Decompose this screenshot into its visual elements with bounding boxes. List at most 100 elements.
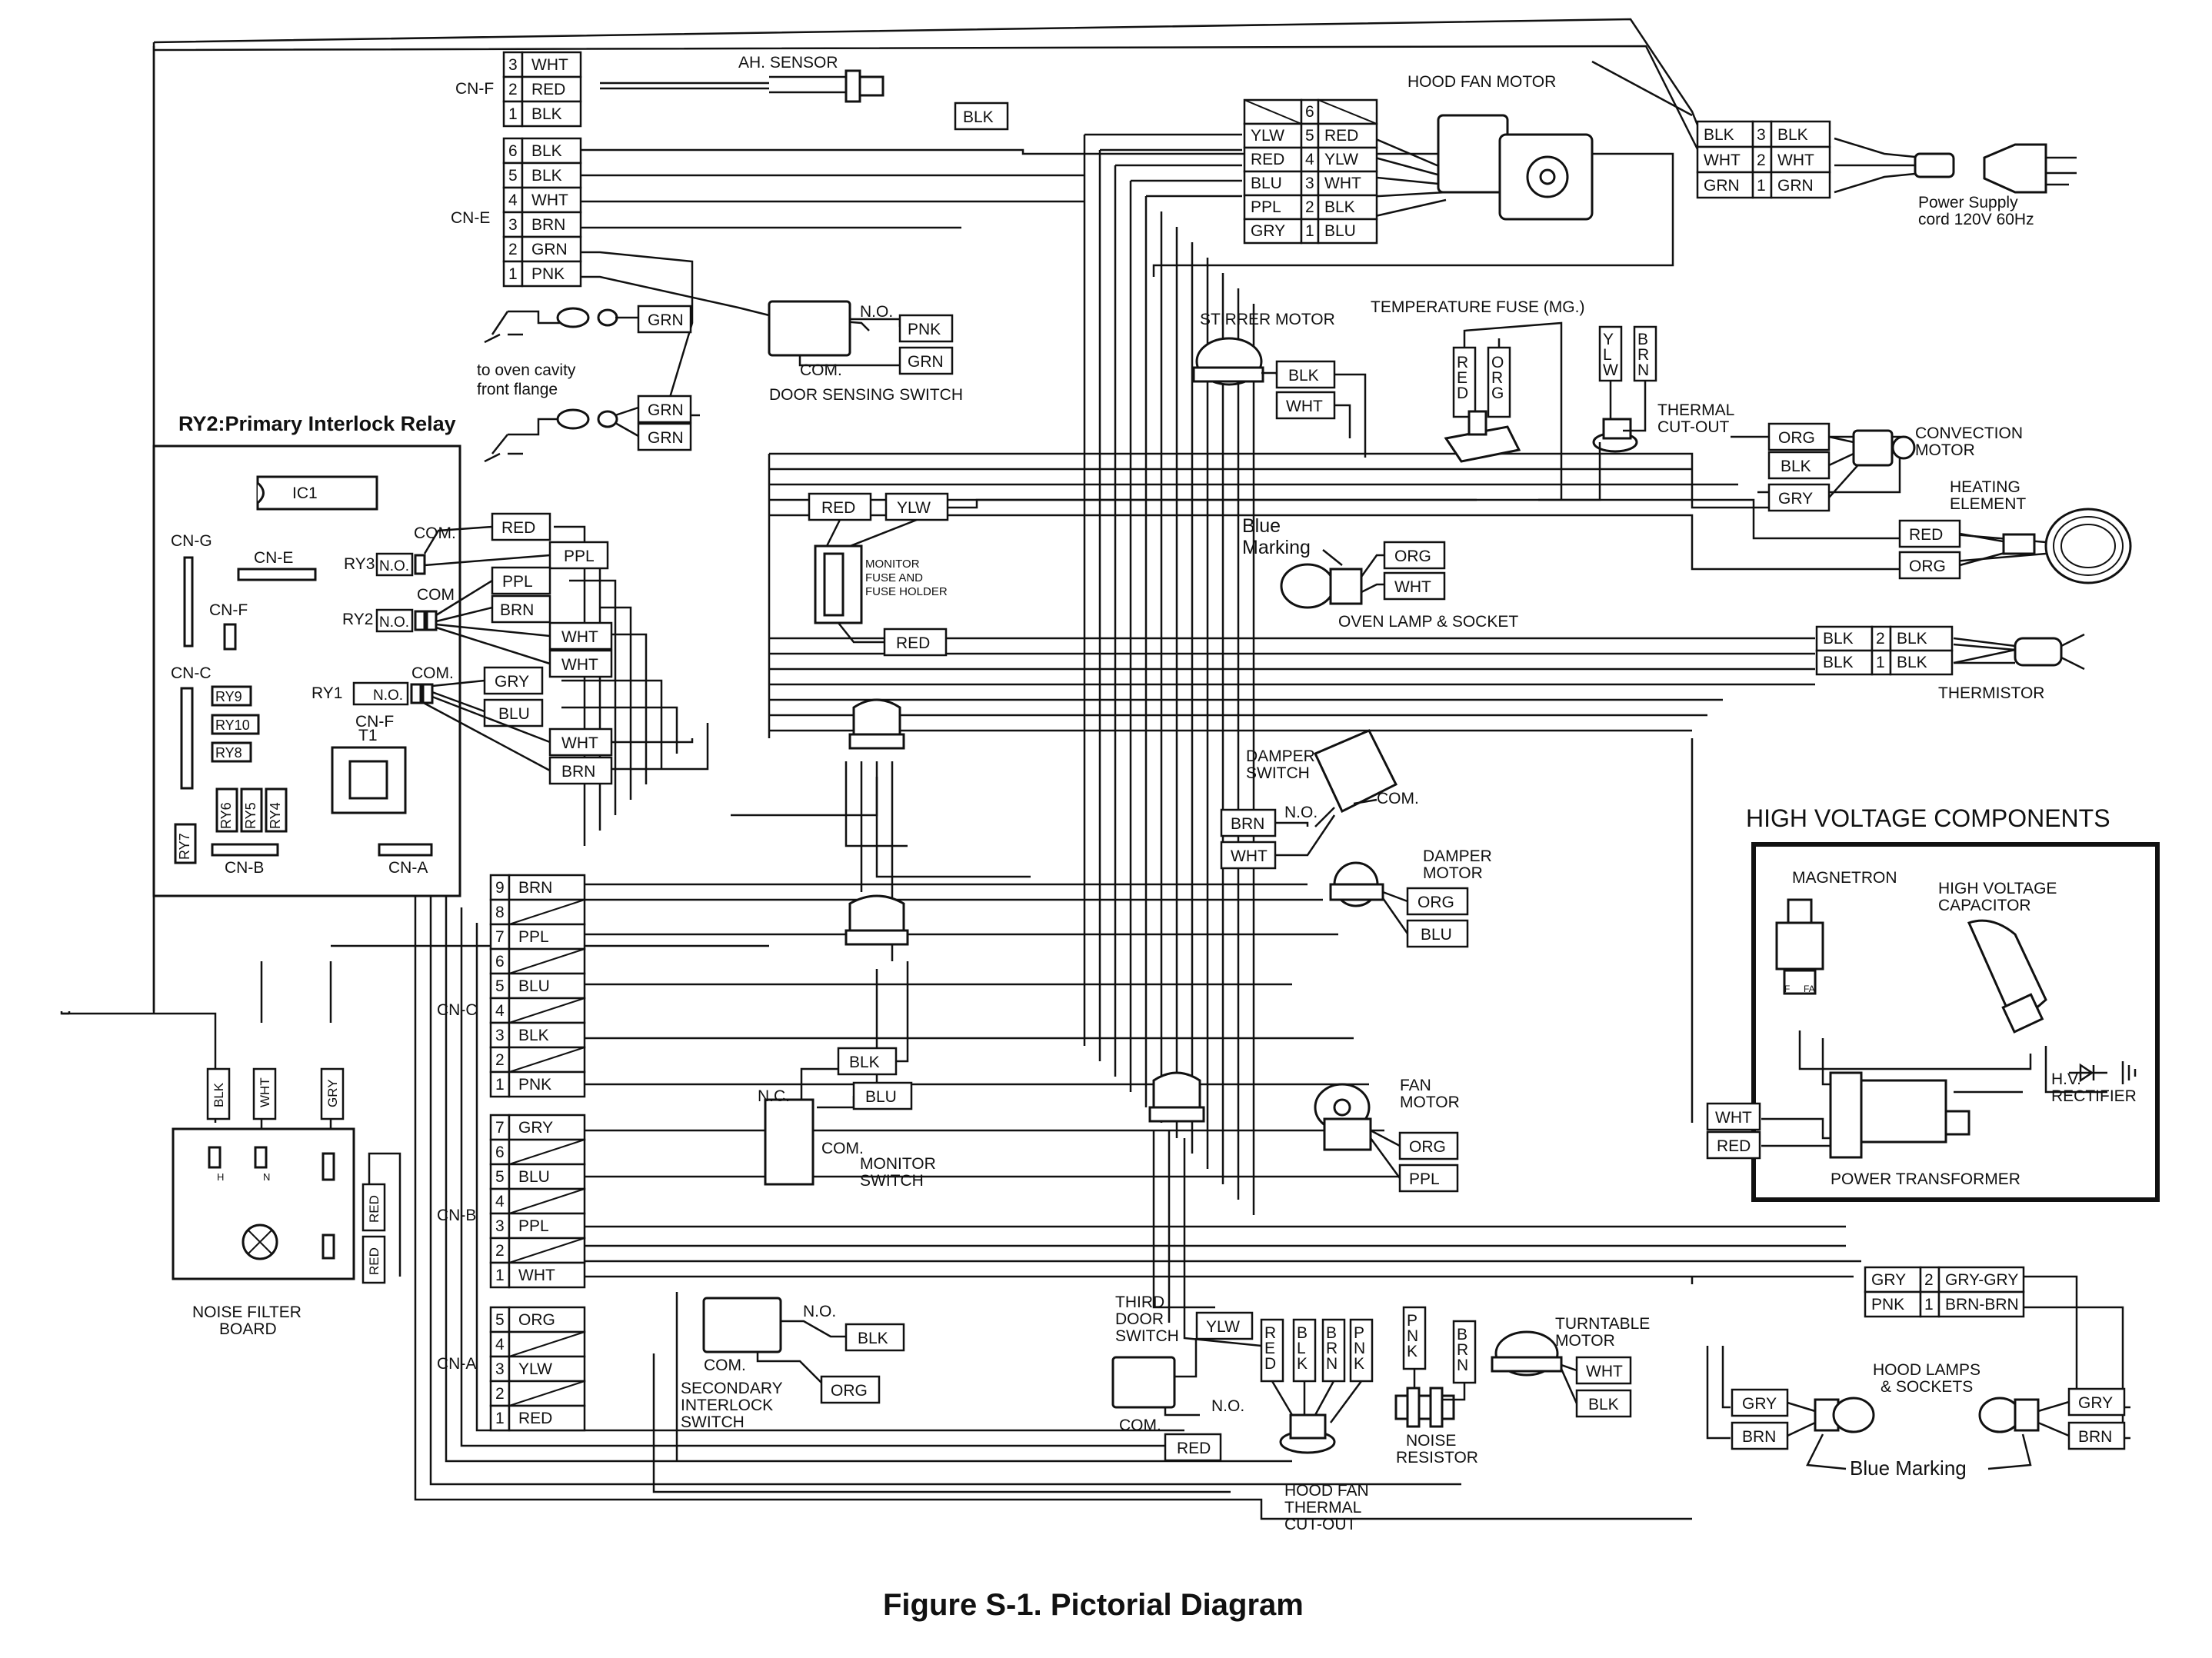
pin-wire-label: GRY <box>518 1119 553 1137</box>
empty-pin-slash <box>508 948 585 974</box>
brn-hf-r: R <box>1326 1340 1338 1357</box>
pin-number: 5 <box>495 1311 505 1329</box>
ylw-tco-l: L <box>1603 346 1612 364</box>
brn-hl1-label: BRN <box>1742 1428 1776 1446</box>
gry-hl1-label: GRY <box>1742 1395 1777 1413</box>
t1-label: T1 <box>358 727 378 744</box>
monitor-switch: BLK BLU N.C. COM. MONITOR SWITCH <box>758 1047 936 1190</box>
third-door-switch: THIRD DOOR SWITCH N.O. COM. YLW RED <box>1111 1293 1254 1462</box>
pin-number: 2 <box>508 241 518 258</box>
row-right-label: BLU <box>1324 222 1356 240</box>
row-left-label: GRY <box>1251 222 1285 240</box>
ah-sensor: AH. SENSOR <box>600 54 884 103</box>
cnf-board-label: CN-F <box>209 601 248 619</box>
wht-ry2b-label: WHT <box>561 656 598 674</box>
pnk-hf-p: P <box>1354 1324 1364 1342</box>
org-tfuse-o: O <box>1491 354 1504 371</box>
empty-slash <box>1318 99 1378 125</box>
red-tfuse-d: D <box>1457 385 1468 402</box>
row-right-label: BLK <box>1897 630 1927 648</box>
high-voltage-section: HIGH VOLTAGE COMPONENTS MAGNETRON F FA H… <box>1706 804 2160 1202</box>
cng-label: CN-G <box>171 532 212 550</box>
brn-tco-n: N <box>1637 361 1649 379</box>
pin-wire-label: BLK <box>518 1027 549 1044</box>
cnb-board-label: CN-B <box>225 859 264 877</box>
power-cord-label: cord 120V 60Hz <box>1918 211 2034 228</box>
pin-number: 4 <box>495 1336 505 1353</box>
pin-wire-label: RED <box>531 81 565 98</box>
blk-hf-l: L <box>1297 1340 1306 1357</box>
blue-marking-bottom-label: Blue Marking <box>1850 1457 1967 1480</box>
row-number: 3 <box>1757 126 1766 144</box>
convection-motor-label-1: CONVECTION <box>1915 424 2023 442</box>
row-number: 2 <box>1757 151 1766 169</box>
cnc-board-label: CN-C <box>171 664 212 682</box>
hv-capacitor-label-1: HIGH VOLTAGE <box>1938 880 2057 897</box>
heating-element: HEATING ELEMENT RED ORG <box>1898 478 2132 584</box>
monitor-fuse-label-1: MONITOR <box>865 558 920 571</box>
row-number: 1 <box>1757 177 1766 195</box>
convection-motor: ORG BLK GRY CONVECTION MOTOR <box>1767 422 2023 512</box>
row-number: 3 <box>1305 175 1314 192</box>
brn-ry2-label: BRN <box>500 601 534 619</box>
hood-fan-thermal-label-3: CUT-OUT <box>1284 1516 1356 1533</box>
red-third-label: RED <box>1177 1440 1211 1457</box>
cnf2-board-label: CN-F <box>355 713 394 731</box>
pin-number: 2 <box>495 1051 505 1069</box>
heating-element-label-1: HEATING <box>1950 478 2020 496</box>
secondary-label-1: SECONDARY <box>681 1380 783 1397</box>
pin-number: 2 <box>508 81 518 98</box>
pin-number: 4 <box>508 191 518 209</box>
pin-wire-label: PPL <box>518 1217 549 1235</box>
red-hf-e: E <box>1264 1340 1275 1357</box>
turntable-motor: TURNTABLE MOTOR WHT BLK <box>1491 1315 1650 1418</box>
cn-c-label: CN-C <box>437 1001 478 1019</box>
ylw-tco-w: W <box>1603 361 1618 379</box>
blk-tt-label: BLK <box>1588 1396 1619 1413</box>
wht-nf-label: WHT <box>258 1077 272 1107</box>
blk-hf-b: B <box>1297 1324 1308 1342</box>
ah-sensor-label: AH. SENSOR <box>738 54 838 72</box>
oven-lamp-label: OVEN LAMP & SOCKET <box>1338 613 1518 631</box>
red-nf2-label: RED <box>367 1247 381 1275</box>
pin-number: 5 <box>495 1168 505 1186</box>
ry1-no-label: N.O. <box>373 688 403 704</box>
convection-motor-label-2: MOTOR <box>1915 441 1975 459</box>
empty-pin-slash <box>508 1188 585 1214</box>
third-door-label-1: THIRD <box>1115 1293 1164 1311</box>
ry9-label: RY9 <box>215 689 242 704</box>
row-right-label: RED <box>1324 127 1358 145</box>
third-door-label-2: DOOR <box>1115 1310 1164 1328</box>
monitor-switch-label-1: MONITOR <box>860 1155 936 1173</box>
org-heat-label: ORG <box>1909 558 1946 575</box>
grn-flange-3: GRN <box>648 429 684 447</box>
hood-fan-motor-label: HOOD FAN MOTOR <box>1407 73 1556 91</box>
noise-resistor-label-2: RESISTOR <box>1396 1449 1478 1467</box>
brn-tco-r: R <box>1637 346 1649 364</box>
noise-h-label: H <box>217 1171 224 1183</box>
row-left-label: BLK <box>1823 630 1854 648</box>
pin-number: 3 <box>508 56 518 74</box>
relay-title: RY2:Primary Interlock Relay <box>178 412 456 435</box>
blk-monitor-label: BLK <box>849 1054 880 1071</box>
empty-pin-slash <box>508 1331 585 1357</box>
brn-nr-b: B <box>1457 1326 1467 1343</box>
hood-lamps-label-2: & SOCKETS <box>1881 1378 1973 1396</box>
oven-flange-label: front flange <box>477 381 558 398</box>
gry-ry1-label: GRY <box>495 673 529 691</box>
stirrer-motor: STIRRER MOTOR BLK WHT <box>1192 311 1367 458</box>
red-com-label: RED <box>501 519 535 537</box>
pin-number: 3 <box>495 1360 505 1378</box>
brn-damper-label: BRN <box>1231 815 1264 833</box>
blk-stirrer-label: BLK <box>1288 367 1319 385</box>
secondary-label-3: SWITCH <box>681 1413 745 1431</box>
red-fuse-label: RED <box>821 499 855 517</box>
cne-board-label: CN-E <box>254 549 293 567</box>
monitor-nc-label: N.C. <box>758 1087 790 1105</box>
org-tfuse-r: R <box>1491 369 1503 387</box>
cn-f-label: CN-F <box>455 80 494 98</box>
door-sensing-switch-label: DOOR SENSING SWITCH <box>769 386 963 404</box>
